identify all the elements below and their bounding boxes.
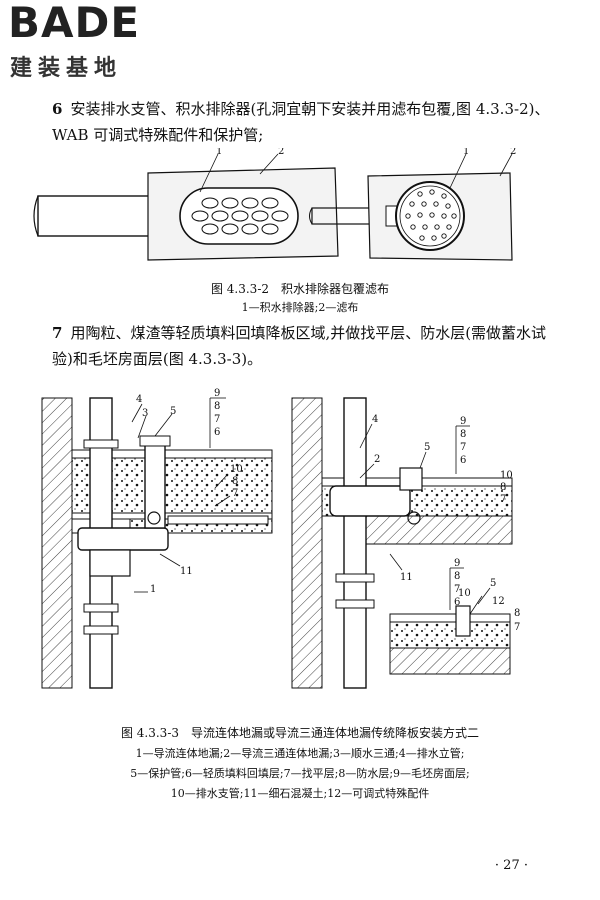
figure-2-legend-line: 5—保护管;6—轻质填料回填层;7—找平层;8—防水层;9—毛坯房面层; <box>130 767 470 780</box>
fig2-right-label-8c: 8 <box>454 571 460 582</box>
fig2-right-label-11: 11 <box>400 572 413 583</box>
figure-1-caption: 图 4.3.3-2 积水排除器包覆滤布 <box>210 282 390 296</box>
figure-drain-filter-wrap: 1 2 1 2 <box>33 148 516 261</box>
fig2-left-label-7: 7 <box>214 414 220 425</box>
fig1-label-1a: 1 <box>216 148 222 157</box>
figure-floor-drain-install: 9 8 7 6 4 3 5 10 8 7 1 11 4 <box>41 388 520 689</box>
fig2-right-label-5c: 5 <box>490 578 496 589</box>
fig2-right-label-8d: 8 <box>514 608 520 619</box>
step-6-number: 6 <box>52 100 63 118</box>
fig2-left-label-7b: 7 <box>232 488 238 499</box>
fig2-right-label-9c: 9 <box>454 558 460 569</box>
fig2-left-label-5: 5 <box>170 406 176 417</box>
fig2-right-label-7d: 7 <box>514 622 520 633</box>
fig2-left-label-9: 9 <box>214 388 220 399</box>
fig2-right-label-10c: 10 <box>458 588 471 599</box>
fig1-label-1b: 1 <box>463 148 469 157</box>
fig2-left-label-6: 6 <box>214 427 220 438</box>
fig2-right-label-5: 5 <box>424 442 430 453</box>
right-installation-drawing: 4 9 8 7 6 2 5 10 8 7 11 9 8 7 6 5 10 12 … <box>291 397 520 689</box>
fig1-label-2b: 2 <box>510 148 516 157</box>
drain-wrapped-drawing: 1 2 <box>309 148 516 261</box>
fig2-right-label-8b: 8 <box>500 482 506 493</box>
fig2-right-label-4: 4 <box>372 414 378 425</box>
fig2-left-label-4: 4 <box>136 394 142 405</box>
figure-2-caption: 图 4.3.3-3 导流连体地漏或导流三通连体地漏传统降板安装方式二 <box>120 726 480 740</box>
fig2-left-label-10: 10 <box>230 464 243 475</box>
step-6-text: 安装排水支管、积水排除器(孔洞宜朝下安装并用滤布包覆,图 4.3.3-2)、WA… <box>52 100 550 144</box>
fig2-right-label-9: 9 <box>460 416 466 427</box>
fig2-left-label-3: 3 <box>142 408 148 419</box>
logo-subtitle: 建装基地 <box>10 56 123 81</box>
fig2-left-label-11: 11 <box>180 566 193 577</box>
fig2-left-label-1: 1 <box>150 584 156 595</box>
figure-2-legend-line: 1—导流连体地漏;2—导流三通连体地漏;3—顺水三通;4—排水立管; <box>135 747 465 760</box>
fig2-right-label-8: 8 <box>460 429 466 440</box>
step-7-text: 用陶粒、煤渣等轻质填料回填降板区域,并做找平层、防水层(需做蓄水试验)和毛坯房面… <box>52 324 547 368</box>
fig2-right-label-12: 12 <box>492 596 505 607</box>
fig2-right-label-10: 10 <box>500 470 513 481</box>
page-number: · 27 · <box>494 858 528 873</box>
fig2-right-label-2: 2 <box>374 454 380 465</box>
logo-wordmark: BADE <box>8 0 141 47</box>
drain-unwrapped-drawing: 1 2 <box>33 148 339 261</box>
fig2-right-label-6c: 6 <box>454 597 460 608</box>
left-installation-drawing: 9 8 7 6 4 3 5 10 8 7 1 11 <box>41 388 273 689</box>
fig2-left-label-8: 8 <box>214 401 220 412</box>
fig2-right-label-6: 6 <box>460 455 466 466</box>
fig1-label-2a: 2 <box>278 148 284 157</box>
figure-2-legend-line: 10—排水支管;11—细石混凝土;12—可调式特殊配件 <box>170 787 430 800</box>
fig2-right-label-7c: 7 <box>454 584 460 595</box>
fig2-right-label-7: 7 <box>460 442 466 453</box>
figure-1-legend: 1—积水排除器;2—滤布 <box>241 301 359 314</box>
figure-2-legend: 1—导流连体地漏;2—导流三通连体地漏;3—顺水三通;4—排水立管; 5—保护管… <box>0 744 600 804</box>
fig2-left-label-8b: 8 <box>232 476 238 487</box>
step-7-number: 7 <box>52 324 63 342</box>
fig2-right-label-7b: 7 <box>500 494 506 505</box>
